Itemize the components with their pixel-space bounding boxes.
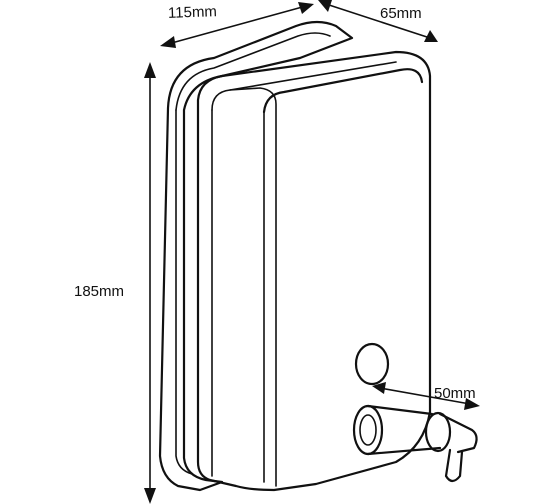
depth-label: 65mm (380, 5, 422, 22)
spout-label: 50mm (434, 385, 476, 402)
back-plate (158, 20, 354, 492)
level-window (354, 342, 390, 386)
dispenser-body (196, 50, 432, 492)
height-dimension-line (144, 62, 156, 504)
pump-spout (352, 404, 478, 483)
depth-dimension-line (318, 0, 438, 42)
spout-dimension-line (372, 382, 480, 410)
height-label: 185mm (74, 283, 125, 300)
width-label: 115mm (167, 3, 218, 22)
width-dimension-line (160, 2, 314, 48)
